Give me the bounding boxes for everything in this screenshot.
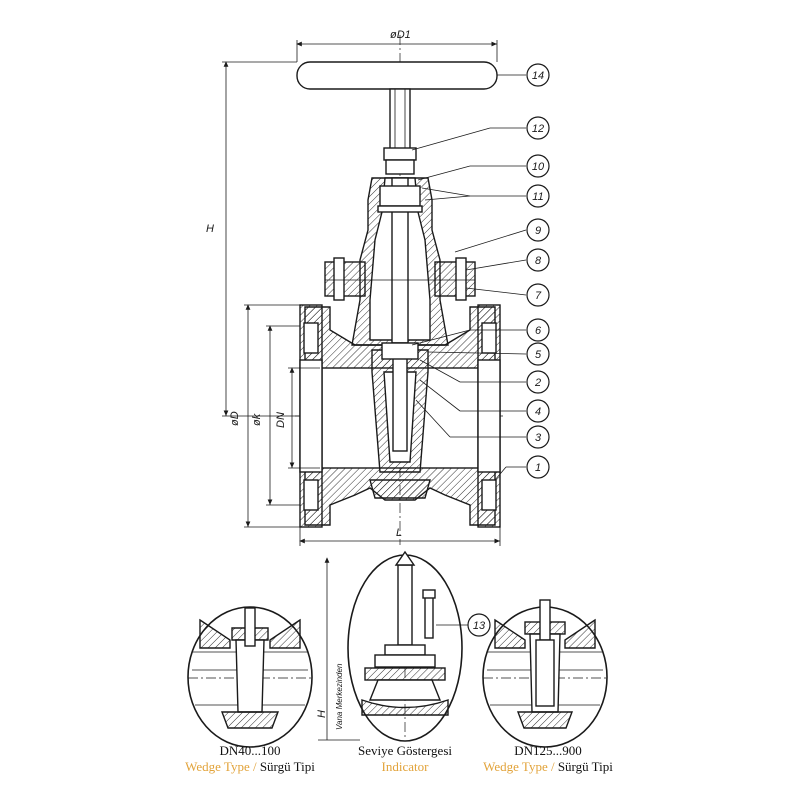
callout-14: 14 xyxy=(526,63,550,87)
callout-8: 8 xyxy=(526,248,550,272)
caption-left-type: Wedge Type / Sürgü Tipi xyxy=(185,759,315,774)
caption-middle-subtitle: Indicator xyxy=(381,759,429,774)
dim-l: L xyxy=(396,527,402,539)
caption-middle: Seviye Göstergesi Indicator xyxy=(325,743,485,775)
dim-d1: øD1 xyxy=(390,29,411,41)
svg-text:9: 9 xyxy=(535,225,541,237)
detail-indicator xyxy=(318,550,463,742)
callout-7: 7 xyxy=(526,283,550,307)
svg-text:8: 8 xyxy=(535,255,542,267)
dim-dn: DN xyxy=(275,412,287,428)
svg-text:7: 7 xyxy=(535,290,542,302)
caption-middle-title: Seviye Göstergesi xyxy=(358,743,452,758)
caption-right-type: Wedge Type / Sürgü Tipi xyxy=(483,759,613,774)
svg-text:5: 5 xyxy=(535,349,542,361)
svg-text:11: 11 xyxy=(532,191,543,203)
callout-12: 12 xyxy=(526,116,550,140)
svg-text:12: 12 xyxy=(532,123,544,135)
svg-text:14: 14 xyxy=(532,70,544,82)
handwheel xyxy=(296,61,498,90)
dim-k: øk xyxy=(251,413,263,426)
caption-left-size: DN40...100 xyxy=(219,743,281,758)
svg-text:2: 2 xyxy=(534,377,541,389)
callout-10: 10 xyxy=(526,154,550,178)
svg-text:10: 10 xyxy=(532,161,545,173)
svg-text:1: 1 xyxy=(535,462,541,474)
callout-1: 1 xyxy=(526,455,550,479)
svg-text:3: 3 xyxy=(535,432,542,444)
callout-11: 11 xyxy=(526,184,550,208)
callout-6: 6 xyxy=(526,318,550,342)
svg-text:13: 13 xyxy=(473,620,486,632)
dimension-lines xyxy=(222,40,501,546)
callout-13: 13 xyxy=(467,613,491,637)
detail-right-wedge xyxy=(482,599,608,748)
callout-4: 4 xyxy=(526,399,550,423)
dim-d: øD xyxy=(229,411,241,426)
caption-right: DN125...900 Wedge Type / Sürgü Tipi xyxy=(468,743,628,775)
vertical-note: Vana Merkezinden xyxy=(335,663,344,730)
detail-left-wedge xyxy=(187,606,313,748)
main-valve-section xyxy=(295,35,505,545)
callout-leaders xyxy=(411,74,527,626)
svg-text:4: 4 xyxy=(535,406,541,418)
dim-h: H xyxy=(206,223,214,235)
caption-right-size: DN125...900 xyxy=(514,743,582,758)
caption-left: DN40...100 Wedge Type / Sürgü Tipi xyxy=(170,743,330,775)
callout-5: 5 xyxy=(526,342,550,366)
dim-h-indicator: H xyxy=(316,710,328,718)
callout-3: 3 xyxy=(526,425,550,449)
svg-text:6: 6 xyxy=(535,325,542,337)
callout-9: 9 xyxy=(526,218,550,242)
callout-2: 2 xyxy=(526,370,550,394)
